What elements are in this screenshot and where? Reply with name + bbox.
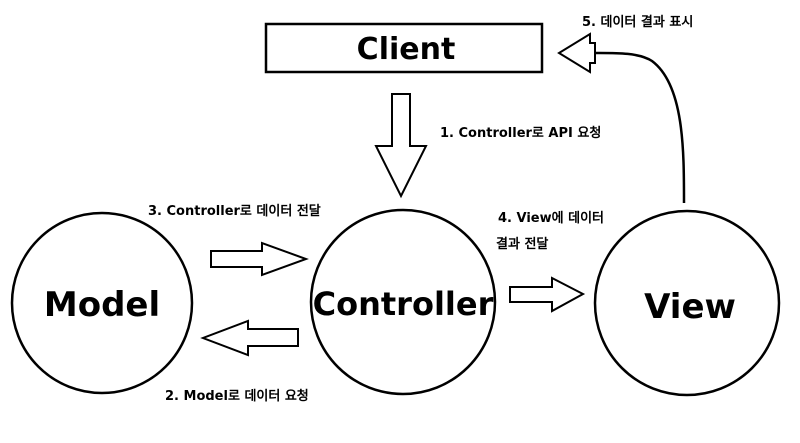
arrow-client-to-controller <box>374 93 428 199</box>
curve-view-to-client <box>589 51 686 204</box>
model-label: Model <box>44 285 160 325</box>
view-circle <box>593 209 781 397</box>
edge-label-step2: 2. Model로 데이터 요청 <box>165 388 309 404</box>
edge-label-step4-line1: 4. View에 데이터 <box>498 210 604 226</box>
client-box <box>264 22 544 74</box>
arrowhead-view-to-client <box>557 32 596 74</box>
controller-label: Controller <box>313 285 494 323</box>
edge-label-step3: 3. Controller로 데이터 전달 <box>148 203 321 219</box>
model-circle <box>10 211 194 395</box>
edge-label-step4-line2: 결과 전달 <box>496 236 548 252</box>
arrow-controller-to-model <box>200 319 299 357</box>
controller-circle <box>309 208 497 396</box>
arrow-controller-to-view <box>509 276 586 313</box>
edge-label-step5: 5. 데이터 결과 표시 <box>582 14 693 30</box>
arrow-model-to-controller <box>210 241 309 277</box>
client-label: Client <box>357 32 456 67</box>
view-label: View <box>644 287 736 327</box>
edge-label-step1: 1. Controller로 API 요청 <box>440 125 601 141</box>
